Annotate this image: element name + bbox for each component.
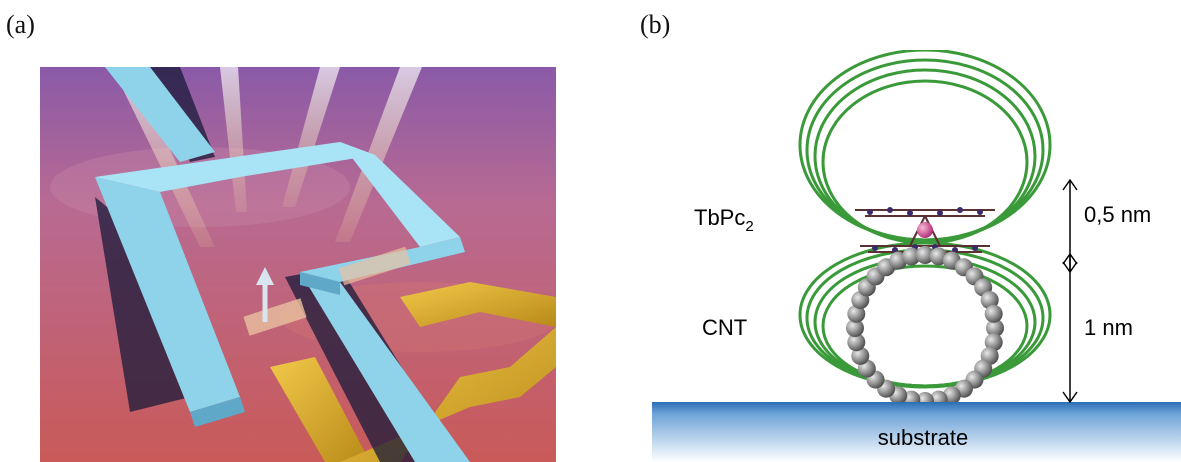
carbon-atom [984,333,1003,352]
carbon-atom [902,247,921,266]
carbon-atom [846,319,864,337]
carbon-atom [847,304,866,323]
substrate [652,402,1181,462]
dimension-label-bottom: 1 nm [1084,315,1133,340]
carbon-atom [986,319,1004,337]
dimension-label-top: 0,5 nm [1084,202,1151,227]
terbium-atom [917,222,933,238]
panel-a-label: (a) [6,10,35,39]
carbon-atom [980,291,999,310]
carbon-atom [984,304,1003,323]
substrate-label: substrate [878,425,969,450]
carbon-atom [851,346,870,365]
gold-electrodes [270,282,556,462]
carbon-atom [847,333,866,352]
field-loops-top [798,50,1052,245]
molecule-label: TbPc2 [694,205,754,235]
panel-b-label: (b) [640,10,671,39]
nanotube-junction [243,246,411,336]
molecule-diagram: substrate TbPc2 CNT 0,5 nm 1 nm [652,50,1181,462]
tube-label: CNT [702,315,747,340]
carbon-nanotube [846,246,1004,410]
dimension-arrow-bottom [1062,252,1078,404]
field-loops-bottom [798,241,1052,389]
light-beams [112,67,422,247]
device-render-image [40,67,556,462]
carbon-atom [916,246,934,264]
